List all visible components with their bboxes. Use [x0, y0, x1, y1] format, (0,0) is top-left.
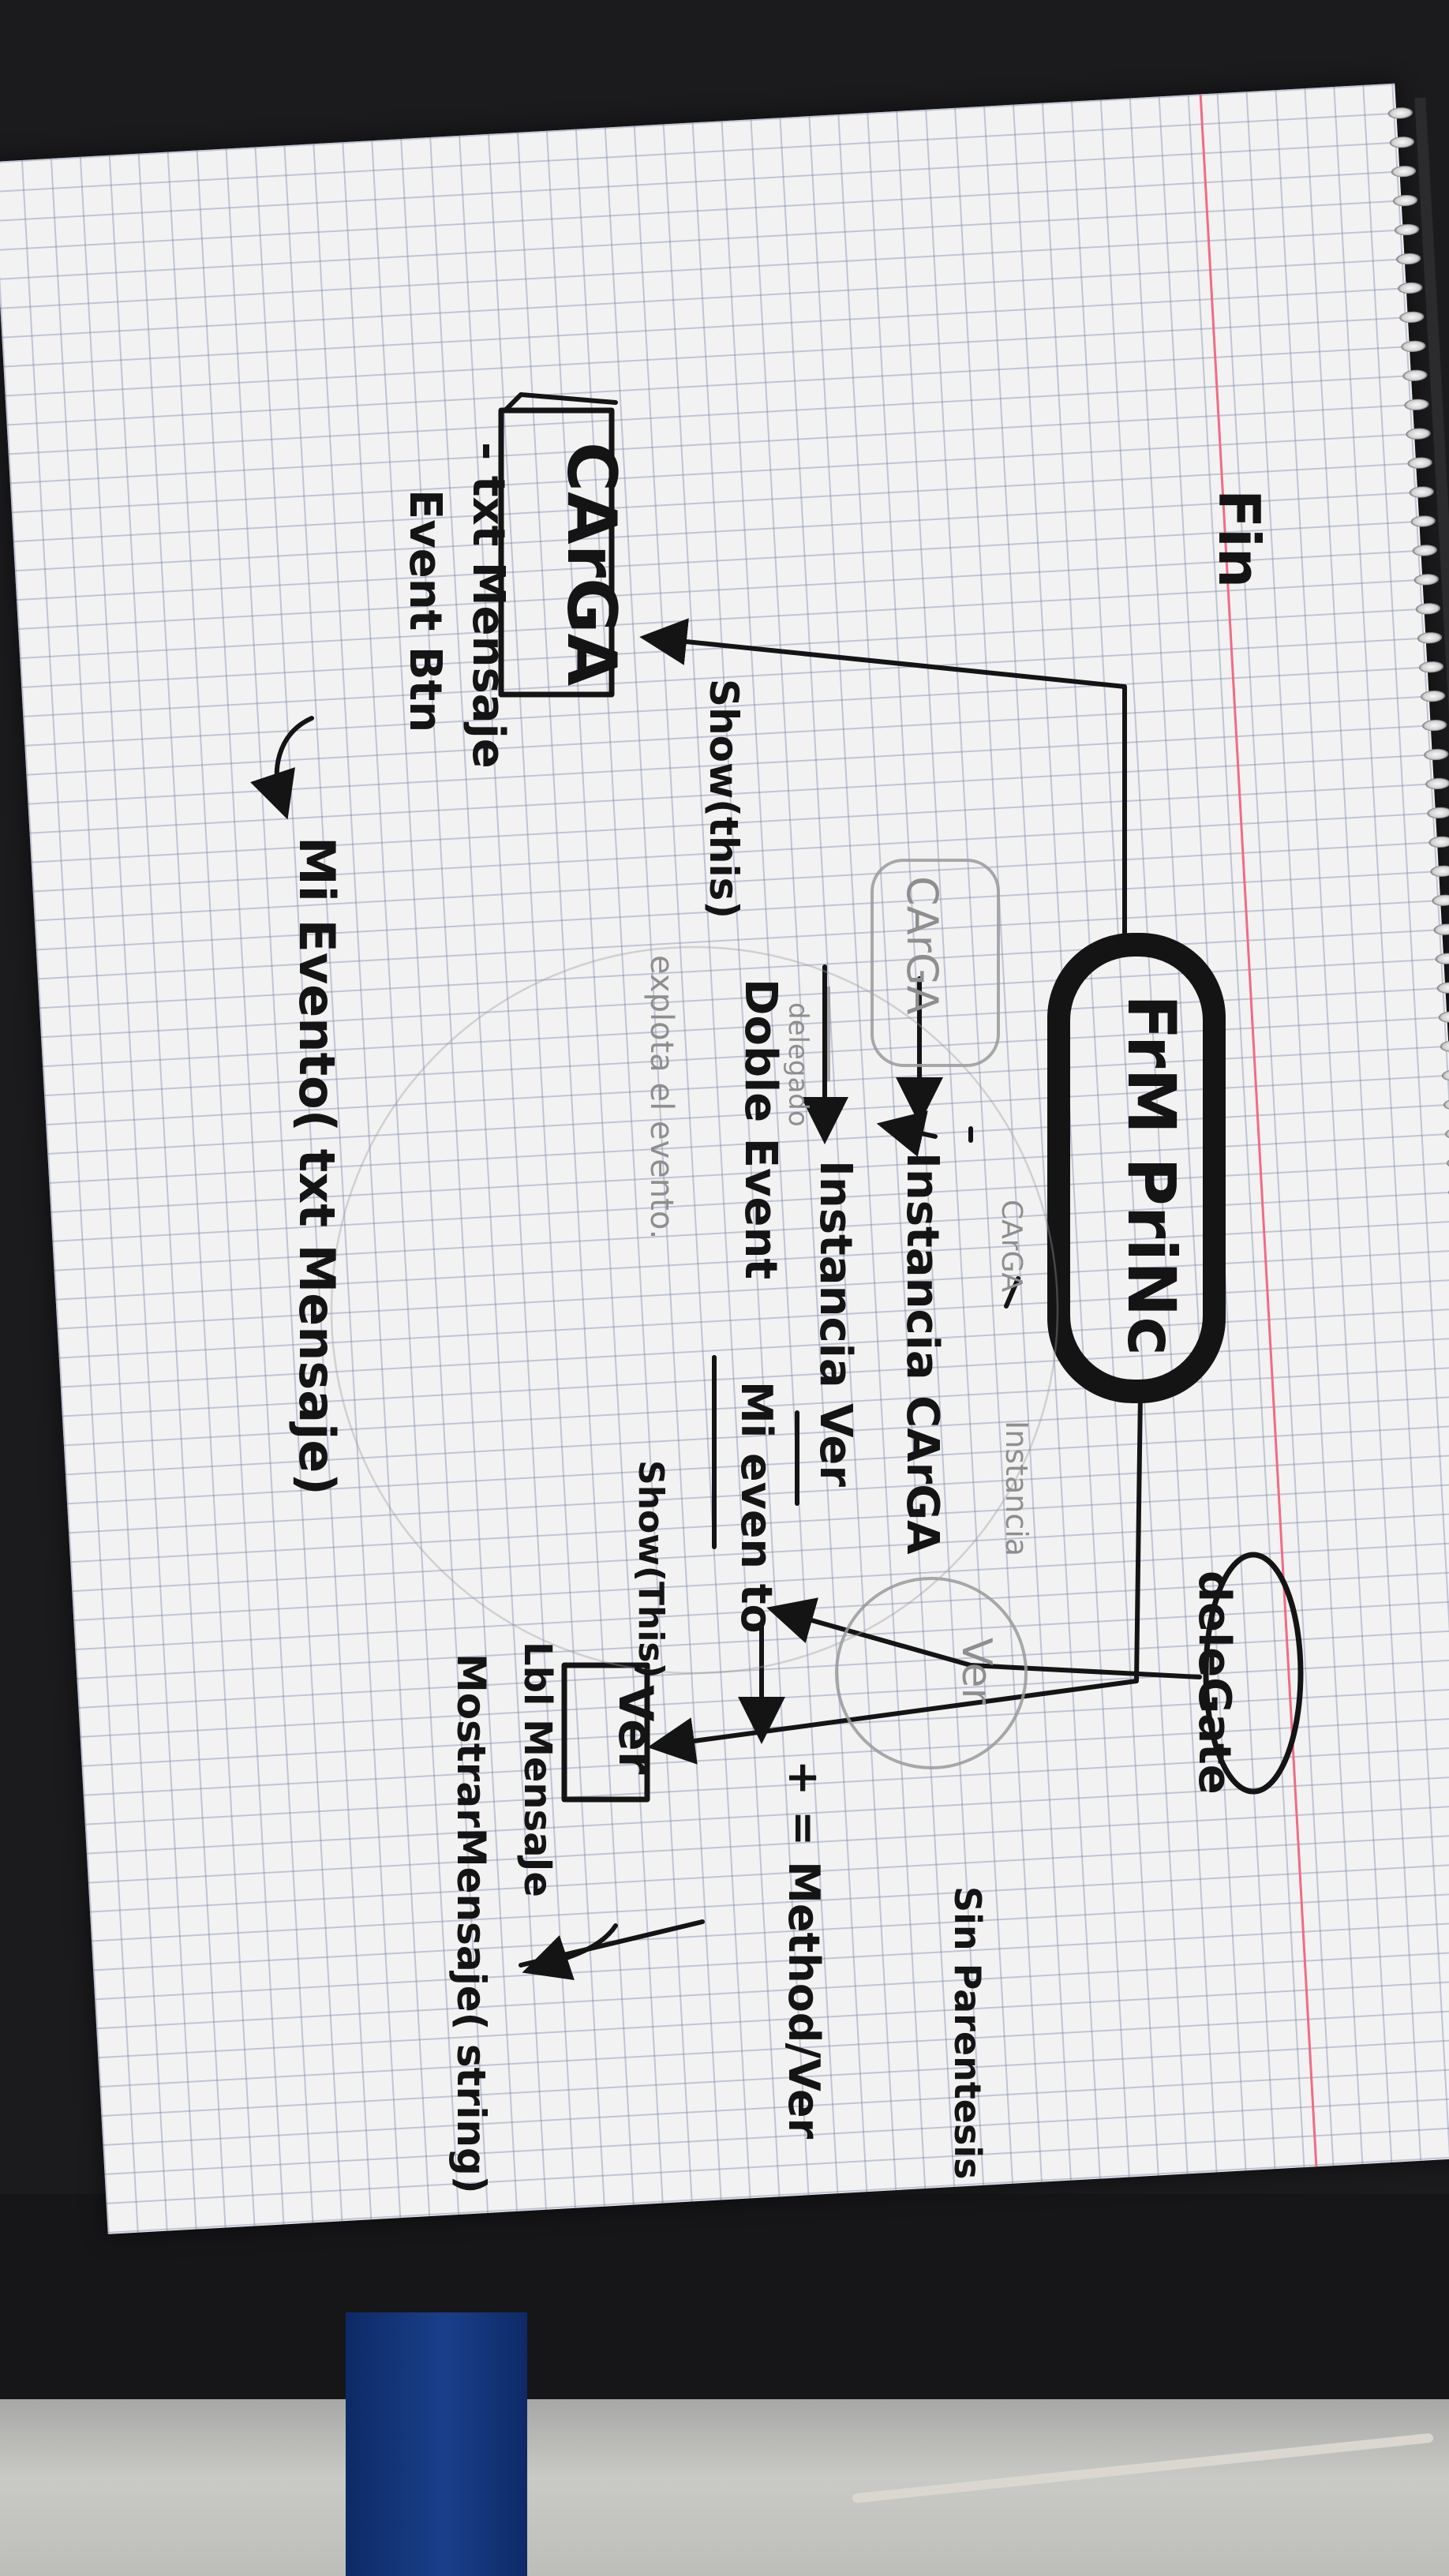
- floor: [0, 2399, 1449, 2576]
- txt-mensaje-note: - txt Mensaje: [462, 442, 514, 769]
- frm-prin-oval-inner: [1064, 950, 1209, 1386]
- carga-small-note: CArGA: [995, 1200, 1028, 1292]
- mi-evento-center-note: Mi even to: [732, 1381, 781, 1634]
- plus-equals-note: + = Method/Ver: [779, 1760, 829, 2140]
- pencil-carga-box: [871, 859, 1000, 1067]
- sin-parentesis-note: Sin Parentesis: [946, 1886, 989, 2180]
- delegate-label: deleGate: [1189, 1571, 1240, 1795]
- ver-ghost-note: Ver: [953, 1638, 1000, 1705]
- arrow-eventbtn-to-mievento: [250, 716, 314, 820]
- pencil-ver-circle: [835, 1577, 1028, 1769]
- blue-chair-leg: [346, 2312, 527, 2576]
- show-this-left-note: Show(this): [701, 679, 747, 919]
- lbl-mensaje-note: Lbl MensaJe: [515, 1642, 560, 1897]
- explota-el-evento-note: explota el evento.: [643, 955, 680, 1239]
- tick-instancia-ghost: [1004, 1276, 1020, 1309]
- frm-prin-title: FrM PriNc: [1113, 994, 1190, 1356]
- arrow-frm-to-carga: [639, 618, 1127, 945]
- carga-ghost-note: CArGA: [897, 876, 947, 1015]
- pencil-big-circle: [330, 945, 1059, 1675]
- slash-near-method: [519, 1919, 705, 1968]
- instancia-carga-note: Instancia CArGA: [897, 1152, 948, 1555]
- desk-surface: [0, 2194, 1449, 2399]
- carga-box: [498, 407, 615, 698]
- frm-prin-oval: [1047, 933, 1226, 1403]
- ver-box-label: Ver: [608, 1685, 663, 1775]
- mostrar-mensaje-note: MostrarMensaje( string): [448, 1653, 494, 2194]
- arrow-frm-to-ver: [647, 1391, 1143, 1765]
- carga-title: CArGA: [552, 442, 631, 687]
- show-this-right-note: Show(This): [631, 1460, 671, 1679]
- instancia-ghost-note: Instancia: [999, 1421, 1034, 1556]
- mi-evento-note: Mi Evento( txt Mensaje): [288, 837, 346, 1496]
- delegate-oval: [1203, 1552, 1304, 1795]
- ver-box: [561, 1662, 650, 1803]
- carga-box-corner: [503, 392, 618, 413]
- arrow-carga-small: [876, 1110, 938, 1157]
- delegado-ghost-note: delegado: [782, 1002, 814, 1127]
- instancia-ver-note: Instancia Ver: [810, 1160, 861, 1487]
- event-btn-note: Event Btn: [399, 489, 451, 732]
- doble-event-note: Doble Event: [735, 979, 786, 1279]
- fin-note: Fin: [1206, 489, 1272, 588]
- arrow-delegate-to-mievento: [766, 1597, 1202, 1679]
